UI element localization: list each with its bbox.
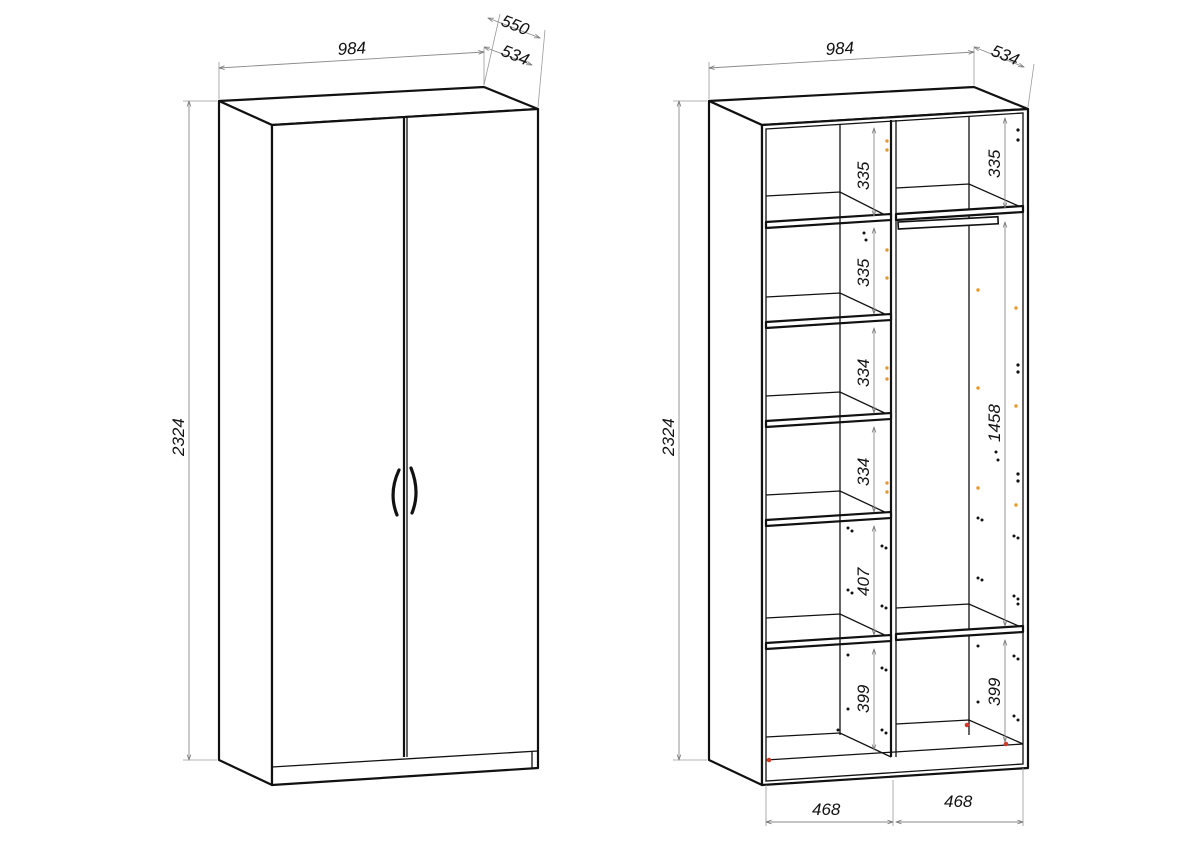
front-width-dimension <box>219 52 484 68</box>
left-shelf-label-1: 335 <box>854 161 873 190</box>
hanging-space-label: 1458 <box>985 404 1004 442</box>
interior-height-label: 2324 <box>659 418 678 457</box>
front-plinth-line <box>271 750 539 768</box>
front-height-label: 2324 <box>169 418 188 457</box>
hardware-dots <box>766 128 1020 763</box>
left-shelf-label-4: 334 <box>854 458 873 486</box>
left-shelf-label-2: 335 <box>854 258 873 287</box>
front-side-panel <box>217 99 274 787</box>
section-width-dimensions: 468 468 <box>766 768 1023 826</box>
front-depth-inner-label: 534 <box>499 41 532 69</box>
front-depth-outer-label: 550 <box>499 11 533 39</box>
left-door-handle <box>391 468 401 517</box>
left-shelf-label-6: 399 <box>854 684 873 713</box>
left-section-width-label: 468 <box>812 800 841 819</box>
hanging-rail <box>897 215 1000 230</box>
right-top-label: 335 <box>985 149 1004 178</box>
front-width-label: 984 <box>337 38 366 59</box>
left-shelf-label-3: 334 <box>854 359 873 387</box>
left-shelves <box>764 124 893 758</box>
interior-depth-label: 534 <box>989 41 1022 69</box>
interior-view: 984 534 2324 335 335 334 334 407 399 <box>659 38 1035 826</box>
interior-side-panel <box>707 99 764 787</box>
left-section-dimensions: 335 335 334 334 407 399 <box>854 128 874 750</box>
interior-width-label: 984 <box>825 38 854 59</box>
right-section-width-label: 468 <box>944 792 973 811</box>
right-door-handle <box>409 466 418 515</box>
left-shelf-label-5: 407 <box>854 567 873 596</box>
front-view: 984 550 534 2324 <box>169 11 546 787</box>
right-bottom-label: 399 <box>985 677 1004 706</box>
interior-width-dimension <box>709 52 974 68</box>
interior-frame <box>760 107 1030 787</box>
right-section-dimensions: 335 1458 399 <box>985 118 1005 742</box>
